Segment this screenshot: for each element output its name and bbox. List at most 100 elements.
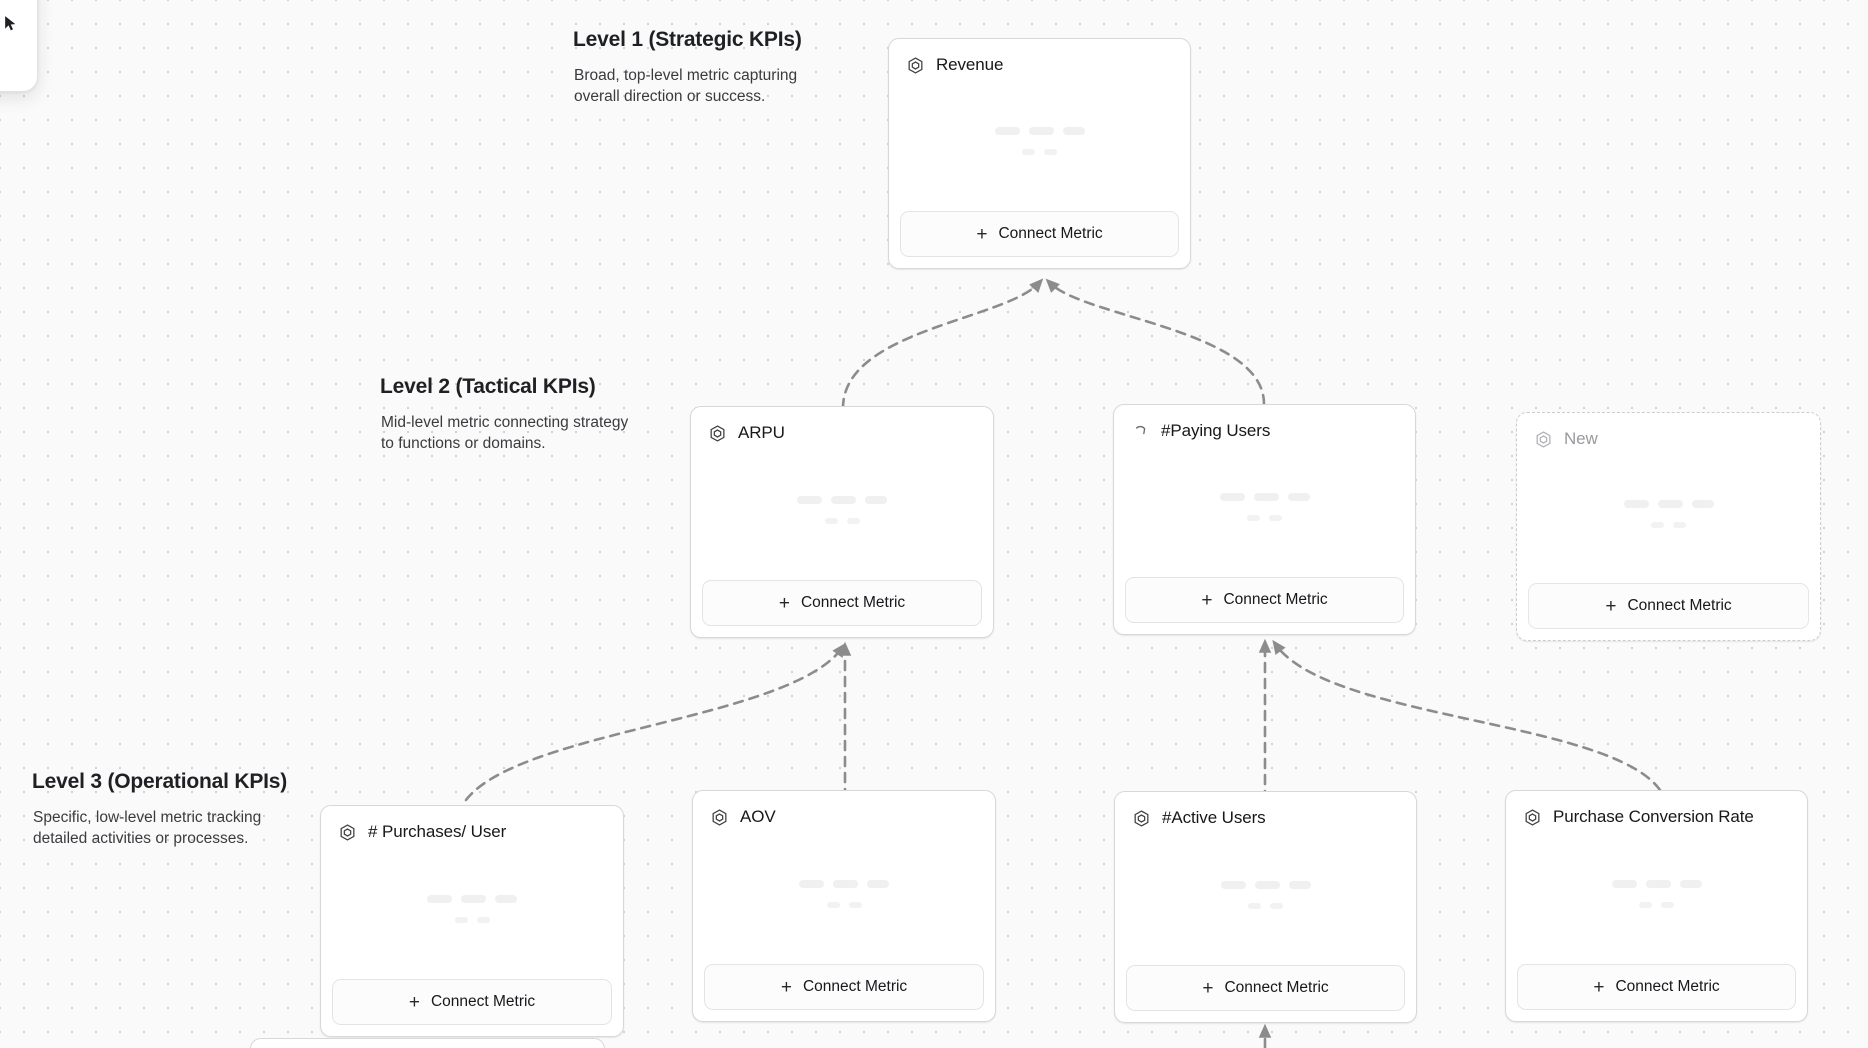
skeleton-bar <box>495 894 517 903</box>
skeleton-bar <box>848 901 862 908</box>
connect-metric-button[interactable]: + Connect Metric <box>702 580 982 626</box>
card-header: Purchase Conversion Rate <box>1506 791 1807 827</box>
skeleton-bar <box>1022 149 1035 155</box>
plus-icon: + <box>1605 595 1617 617</box>
metric-card-purchase-conversion-rate[interactable]: Purchase Conversion Rate + Connect Metri… <box>1505 790 1808 1022</box>
edge-conversion-to-paying-users <box>1272 639 1662 792</box>
skeleton-bar <box>799 879 824 888</box>
skeleton-row-primary <box>1611 879 1702 888</box>
skeleton-row-secondary <box>1247 515 1282 521</box>
skeleton-bar <box>454 916 468 923</box>
connect-metric-button[interactable]: + Connect Metric <box>332 979 612 1025</box>
card-title: Purchase Conversion Rate <box>1553 807 1754 826</box>
skeleton-bar <box>476 916 490 923</box>
skeleton-bar <box>867 879 889 888</box>
hexagon-metric-icon <box>710 424 725 442</box>
hexagon-metric-icon <box>1525 808 1540 826</box>
card-header: New <box>1517 413 1820 449</box>
skeleton-bar <box>824 517 838 524</box>
card-title: Revenue <box>936 55 1004 74</box>
metric-card-partial-bottom[interactable] <box>250 1038 605 1048</box>
card-placeholder-body <box>1115 828 1416 965</box>
metric-card-paying-users[interactable]: #Paying Users + Connect Metric <box>1113 404 1416 635</box>
level-1-title: Level 1 (Strategic KPIs) <box>573 28 802 51</box>
connect-metric-button[interactable]: + Connect Metric <box>1125 577 1404 623</box>
hexagon-metric-icon <box>908 56 923 74</box>
skeleton-bar <box>1645 879 1671 888</box>
plus-icon: + <box>408 991 420 1013</box>
connect-metric-label: Connect Metric <box>1627 597 1732 614</box>
skeleton-row-secondary <box>826 901 862 908</box>
skeleton-row-primary <box>799 879 889 888</box>
connect-metric-button[interactable]: + Connect Metric <box>1126 965 1405 1011</box>
level-3-title: Level 3 (Operational KPIs) <box>32 770 288 793</box>
cursor-icon[interactable] <box>1 14 21 34</box>
hexagon-metric-icon <box>340 823 355 841</box>
skeleton-bar <box>1288 880 1311 889</box>
level-2-description: Mid-level metric connecting strategy to … <box>381 414 629 453</box>
connect-metric-button[interactable]: + Connect Metric <box>1528 583 1809 629</box>
card-title: #Active Users <box>1162 808 1266 827</box>
card-placeholder-body <box>321 842 623 979</box>
skeleton-row-secondary <box>454 916 490 923</box>
skeleton-bar <box>833 879 858 888</box>
card-placeholder-body <box>889 75 1190 211</box>
skeleton-bar <box>1270 902 1283 909</box>
skeleton-bar <box>1248 902 1261 909</box>
skeleton-bar <box>1062 127 1085 135</box>
skeleton-bar <box>1657 500 1683 508</box>
level-2-title: Level 2 (Tactical KPIs) <box>380 375 596 398</box>
skeleton-bar <box>865 495 887 504</box>
metric-card-purchases-per-user[interactable]: # Purchases/ User + Connect Metric <box>320 805 624 1037</box>
card-title: # Purchases/ User <box>368 822 507 841</box>
skeleton-bar <box>427 894 452 903</box>
card-header: AOV <box>693 791 995 827</box>
skeleton-bar <box>1254 880 1280 889</box>
card-placeholder-body <box>1517 449 1820 583</box>
card-header: # Purchases/ User <box>321 806 623 842</box>
skeleton-row-secondary <box>1651 522 1686 528</box>
skeleton-bar <box>1247 515 1260 521</box>
plus-icon: + <box>1201 589 1213 611</box>
card-header: #Paying Users <box>1114 405 1415 441</box>
level-2-section: Level 2 (Tactical KPIs) Mid-level metric… <box>380 375 630 455</box>
level-1-section: Level 1 (Strategic KPIs) Broad, top-leve… <box>573 28 833 108</box>
skeleton-bar <box>1691 500 1714 508</box>
card-title: AOV <box>740 807 776 826</box>
connect-metric-label: Connect Metric <box>1223 591 1328 608</box>
skeleton-row-secondary <box>824 517 860 524</box>
skeleton-bar <box>1287 493 1310 501</box>
card-header: ARPU <box>691 407 993 443</box>
level-3-description: Specific, low-level metric tracking deta… <box>33 809 262 848</box>
edge-paying-users-to-revenue <box>1045 278 1266 406</box>
metric-card-aov[interactable]: AOV + Connect Metric <box>692 790 996 1022</box>
card-title: ARPU <box>738 423 785 442</box>
metric-card-arpu[interactable]: ARPU + Connect Metric <box>690 406 994 638</box>
plus-icon: + <box>1202 977 1214 999</box>
skeleton-row-primary <box>1219 493 1310 501</box>
connect-metric-button[interactable]: + Connect Metric <box>900 211 1179 257</box>
connect-metric-label: Connect Metric <box>1224 979 1329 996</box>
skeleton-row-secondary <box>1639 901 1674 908</box>
connect-metric-button[interactable]: + Connect Metric <box>1517 964 1796 1010</box>
card-title: New <box>1564 429 1598 448</box>
edge-arpu-to-revenue <box>841 278 1044 410</box>
card-header: #Active Users <box>1115 792 1416 828</box>
skeleton-bar <box>1651 522 1664 528</box>
connect-metric-button[interactable]: + Connect Metric <box>704 964 984 1010</box>
skeleton-bar <box>1673 522 1686 528</box>
skeleton-row-primary <box>427 894 517 903</box>
skeleton-bar <box>1611 879 1637 888</box>
skeleton-bar <box>797 495 822 504</box>
floating-tool-panel[interactable] <box>0 0 38 92</box>
arc-metric-icon <box>1136 425 1146 434</box>
plus-icon: + <box>976 223 988 245</box>
skeleton-bar <box>1623 500 1649 508</box>
metric-card-new[interactable]: New + Connect Metric <box>1516 412 1821 641</box>
skeleton-row-secondary <box>1022 149 1057 155</box>
metric-card-revenue[interactable]: Revenue + Connect Metric <box>888 38 1191 269</box>
plus-icon: + <box>1593 976 1605 998</box>
metric-card-active-users[interactable]: #Active Users + Connect Metric <box>1114 791 1417 1023</box>
skeleton-bar <box>1044 149 1057 155</box>
